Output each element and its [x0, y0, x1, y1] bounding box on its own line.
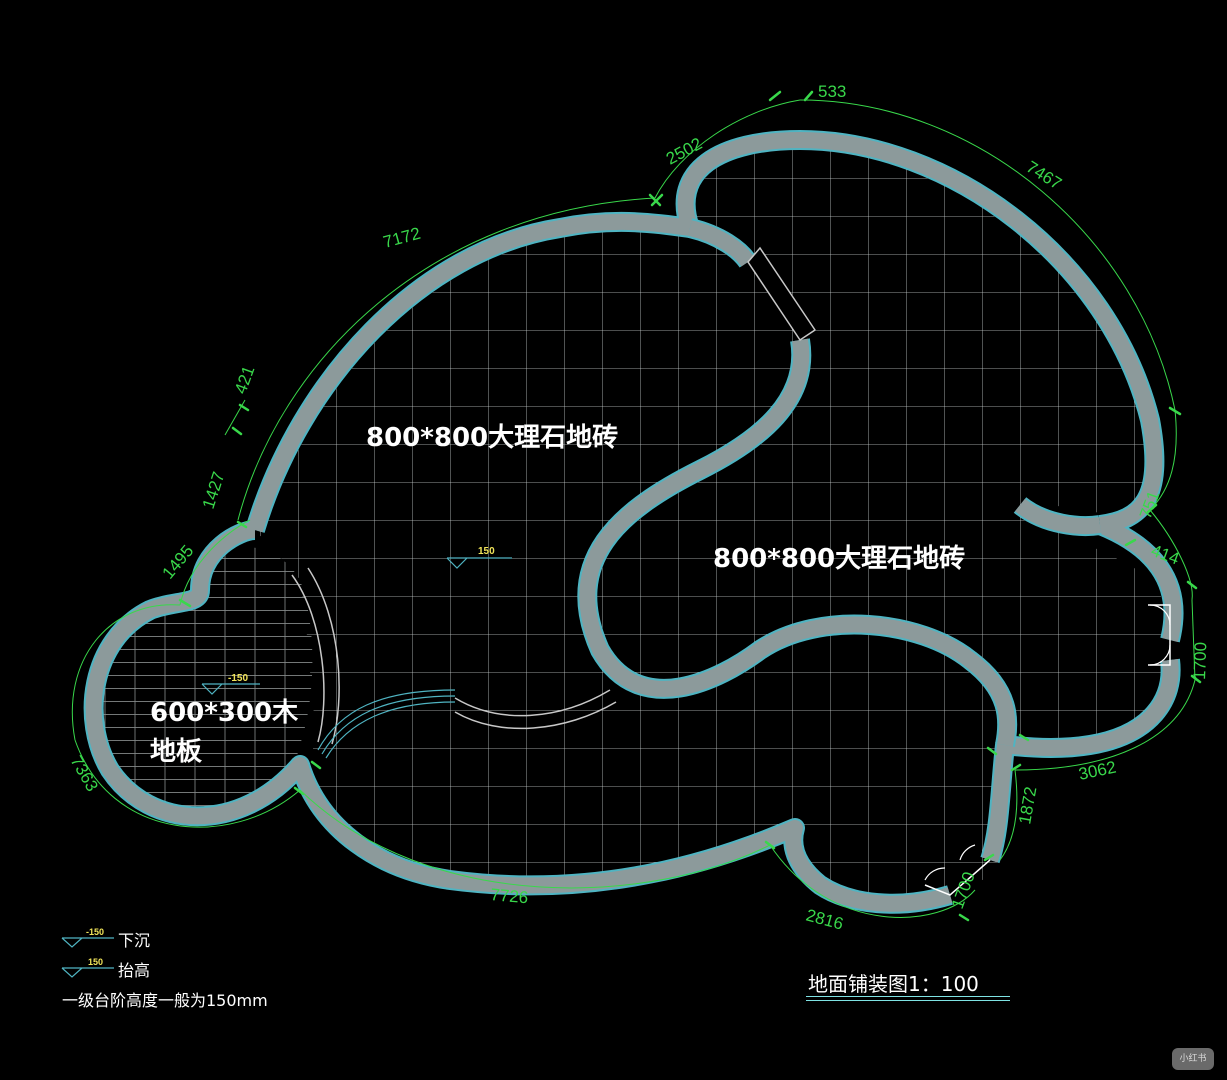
room-label-marble-1: 800*800大理石地砖 [366, 423, 618, 453]
legend-symbol-raised: 150 [61, 957, 114, 978]
drawing-title: 地面铺装图1：100 [808, 972, 979, 996]
room-label-wood-line2: 地板 [150, 737, 202, 767]
dimension-ticks [178, 90, 1202, 922]
title-underline [806, 1000, 1010, 1001]
level-marker-150: 150 [446, 546, 512, 569]
legend-text-raised: 抬高 [118, 961, 151, 980]
legend-symbol-value: -150 [86, 927, 104, 937]
dimension-lines [71, 99, 1196, 918]
outer-wall [83, 130, 1184, 914]
legend-text-sunken: 下沉 [118, 931, 151, 950]
room-label-wood-line1: 600*300木 [150, 698, 298, 728]
dim-label: 7172 [381, 224, 422, 252]
level-value: 150 [478, 546, 495, 557]
dim-label: 1427 [199, 469, 229, 511]
room-label-marble-2: 800*800大理石地砖 [713, 544, 965, 574]
dim-label: 2816 [804, 906, 845, 934]
dim-label: 1872 [1015, 785, 1040, 826]
title-underline [806, 996, 1010, 997]
level-marker-minus-150: -150 [201, 673, 260, 695]
dim-label: 533 [818, 82, 846, 101]
legend-symbol-value: 150 [88, 957, 103, 967]
dim-label: 7726 [490, 885, 529, 907]
openings [291, 246, 1171, 896]
legend-symbol-sunken: -150 [61, 927, 114, 948]
dim-label: 7467 [1023, 157, 1065, 193]
dim-label: 421 [231, 363, 259, 396]
dim-label: 3062 [1077, 757, 1118, 783]
level-value: -150 [228, 673, 248, 684]
inner-partition-wall [577, 218, 1102, 747]
legend-note-step-height: 一级台阶高度一般为150mm [62, 991, 268, 1010]
dim-label: 1700 [1190, 642, 1210, 680]
watermark-badge: 小红书 [1172, 1048, 1214, 1070]
